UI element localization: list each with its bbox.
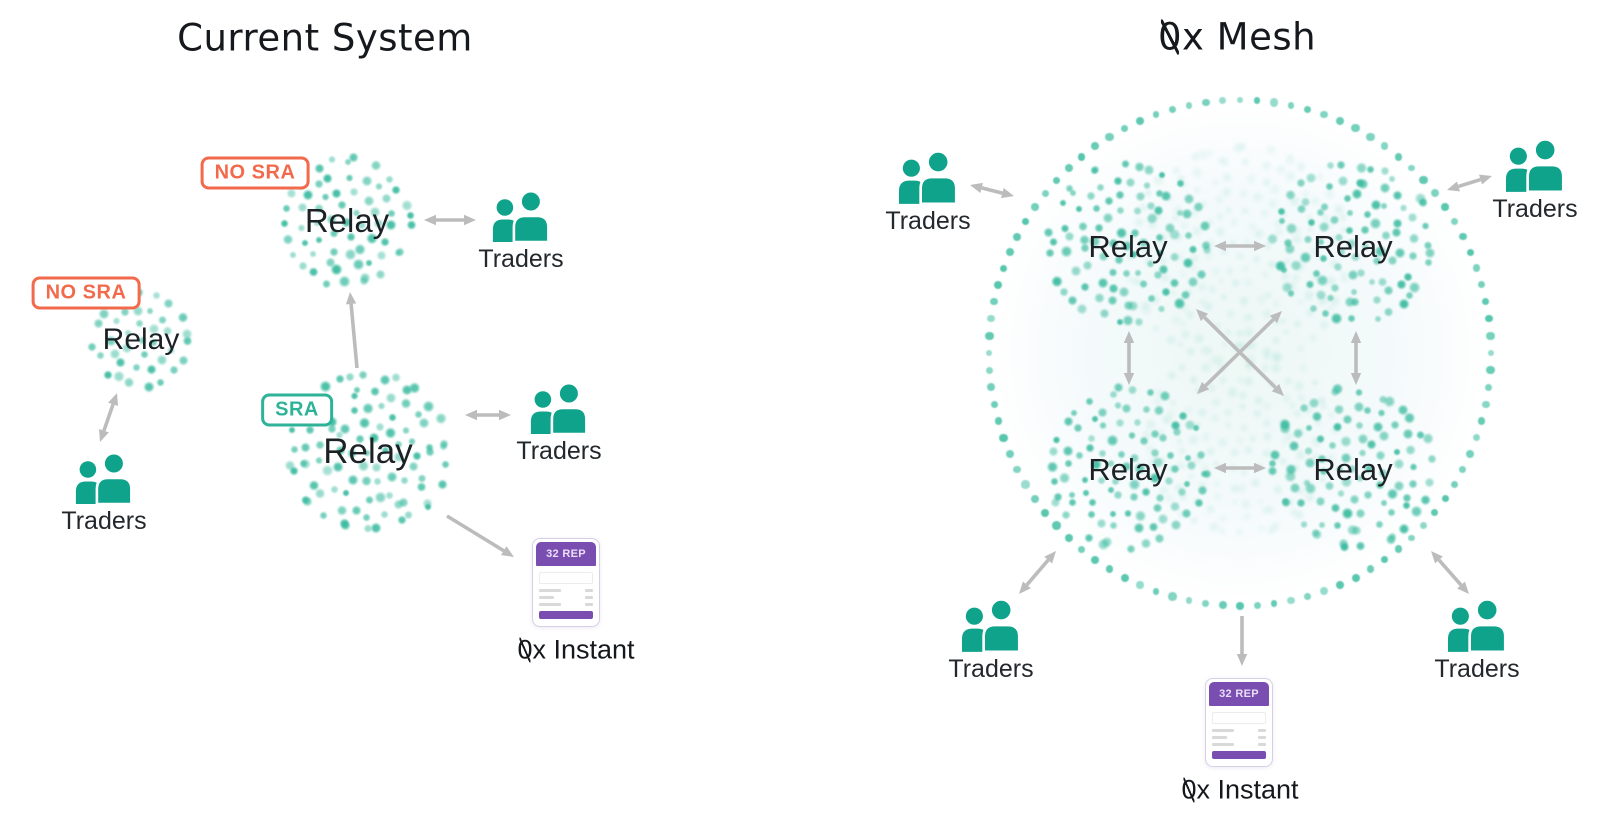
- relay-dot-cluster: [1266, 157, 1439, 329]
- relay-label-mesh-tr: Relay: [1313, 229, 1393, 264]
- traders-label: Traders: [61, 507, 147, 535]
- traders-icon: [492, 190, 550, 242]
- card-line: [1212, 736, 1227, 739]
- relay-label-mesh-br: Relay: [1313, 452, 1393, 487]
- relay-label-main: Relay: [323, 432, 413, 471]
- relay-dot-cluster: [281, 366, 455, 540]
- card-row: [1212, 736, 1266, 739]
- no-sra-badge-top: NO SRA: [200, 156, 310, 190]
- card-line: [585, 589, 593, 592]
- zx-instant-card-left: 32 REP: [532, 538, 600, 627]
- traders-icon: [530, 382, 588, 434]
- zx-instant-label-left: 0x Instant: [517, 634, 635, 665]
- ghost-dot-ring: [1135, 335, 1345, 545]
- traders-icon: [75, 452, 133, 504]
- card-row: [539, 603, 593, 606]
- relay-dot-cluster: [1042, 157, 1214, 329]
- card-line: [539, 596, 554, 599]
- zx-instant-label-right: 0x Instant: [1181, 774, 1299, 805]
- traders-group-left-main: Traders: [516, 382, 602, 466]
- card-button: [539, 611, 593, 619]
- relay-label-mesh-tl: Relay: [1088, 229, 1168, 264]
- card-line: [1258, 743, 1266, 746]
- card-input-line: [1212, 712, 1266, 724]
- traders-group-mesh-bl: Traders: [948, 598, 1034, 684]
- traders-label: Traders: [516, 437, 602, 465]
- card-row: [1212, 729, 1266, 732]
- card-line: [1212, 743, 1234, 746]
- traders-label: Traders: [1434, 655, 1520, 683]
- card-row: [539, 596, 593, 599]
- card-button: [1212, 751, 1266, 759]
- card-line: [539, 589, 561, 592]
- traders-label: Traders: [1492, 195, 1578, 223]
- relay-label-top: Relay: [304, 202, 390, 239]
- traders-group-mesh-br: Traders: [1434, 598, 1520, 684]
- card-line: [1258, 736, 1266, 739]
- left-panel-title: Current System: [177, 16, 473, 60]
- card-header: 32 REP: [1209, 682, 1269, 706]
- card-header: 32 REP: [536, 542, 596, 566]
- relay-label-mesh-bl: Relay: [1088, 452, 1168, 487]
- card-row: [1212, 743, 1266, 746]
- card-line: [539, 603, 561, 606]
- card-line: [1258, 729, 1266, 732]
- traders-label: Traders: [478, 245, 564, 273]
- card-line: [1212, 729, 1234, 732]
- sra-badge: SRA: [261, 393, 333, 427]
- ghost-dot-ring: [1123, 140, 1357, 372]
- right-panel-title: 0x Mesh: [1157, 15, 1317, 59]
- traders-label: Traders: [885, 207, 971, 235]
- relay-label-side: Relay: [102, 323, 180, 356]
- zx-instant-card-right: 32 REP: [1205, 678, 1273, 767]
- card-row: [539, 589, 593, 592]
- relay-dot-cluster: [279, 152, 417, 289]
- traders-icon: [961, 598, 1021, 652]
- card-line: [585, 603, 593, 606]
- traders-label: Traders: [948, 655, 1034, 683]
- relay-dot-cluster: [1267, 382, 1439, 554]
- traders-group-mesh-tl: Traders: [885, 150, 971, 236]
- traders-icon: [1505, 138, 1565, 192]
- relay-dot-cluster: [1042, 381, 1214, 554]
- card-line: [585, 596, 593, 599]
- traders-group-left-side: Traders: [61, 452, 147, 536]
- traders-group-mesh-tr: Traders: [1492, 138, 1578, 224]
- traders-group-left-top: Traders: [478, 190, 564, 274]
- card-input-line: [539, 572, 593, 584]
- traders-icon: [898, 150, 958, 204]
- traders-icon: [1447, 598, 1507, 652]
- no-sra-badge-side: NO SRA: [31, 276, 141, 310]
